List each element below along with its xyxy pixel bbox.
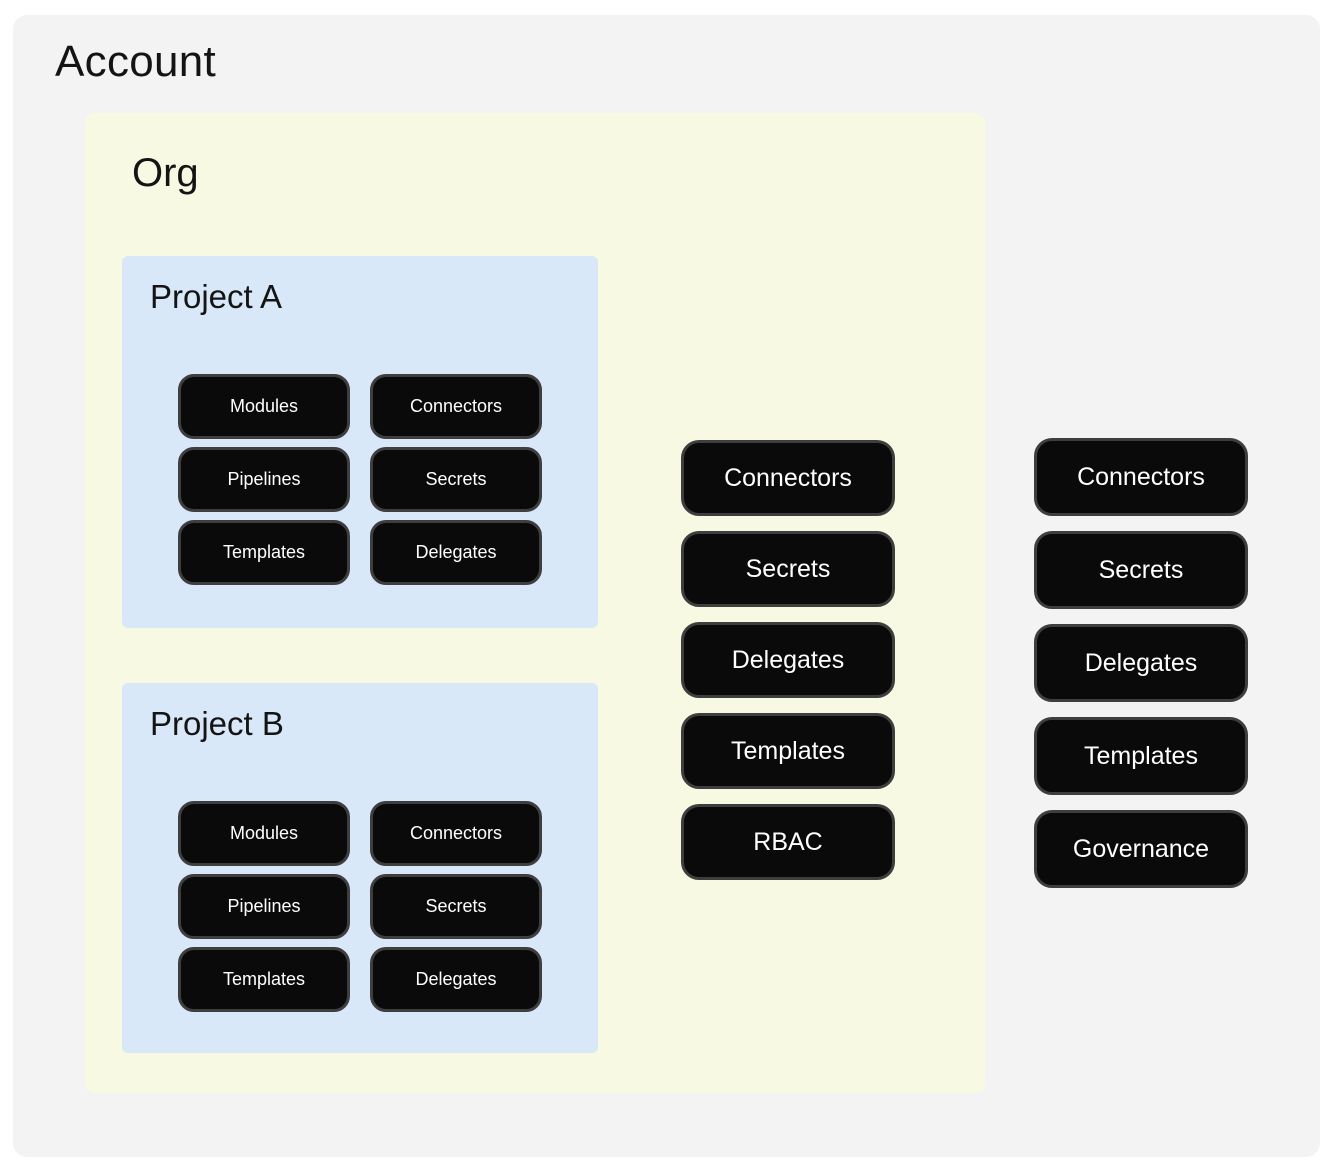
- account-governance-node: Governance: [1034, 810, 1248, 888]
- project-b-title: Project B: [150, 705, 284, 742]
- project-b-pipelines-node: Pipelines: [178, 874, 350, 939]
- project-a-resource-grid: Modules Connectors Pipelines Secrets Tem…: [178, 374, 542, 585]
- org-container: Org Project A Modules Connectors Pipelin…: [85, 113, 985, 1093]
- org-secrets-node: Secrets: [681, 531, 895, 607]
- account-container: Account Org Project A Modules Connectors…: [13, 15, 1320, 1157]
- project-a-templates-node: Templates: [178, 520, 350, 585]
- account-secrets-node: Secrets: [1034, 531, 1248, 609]
- account-connectors-node: Connectors: [1034, 438, 1248, 516]
- project-b-connectors-node: Connectors: [370, 801, 542, 866]
- org-templates-node: Templates: [681, 713, 895, 789]
- project-a-delegates-node: Delegates: [370, 520, 542, 585]
- org-delegates-node: Delegates: [681, 622, 895, 698]
- project-b-templates-node: Templates: [178, 947, 350, 1012]
- org-resources-column: Connectors Secrets Delegates Templates R…: [681, 440, 895, 880]
- org-title: Org: [132, 151, 199, 195]
- account-templates-node: Templates: [1034, 717, 1248, 795]
- project-a-container: Project A Modules Connectors Pipelines S…: [122, 256, 598, 628]
- project-b-delegates-node: Delegates: [370, 947, 542, 1012]
- org-connectors-node: Connectors: [681, 440, 895, 516]
- project-a-pipelines-node: Pipelines: [178, 447, 350, 512]
- project-b-secrets-node: Secrets: [370, 874, 542, 939]
- project-a-title: Project A: [150, 278, 283, 315]
- account-resources-column: Connectors Secrets Delegates Templates G…: [1034, 438, 1248, 888]
- project-a-secrets-node: Secrets: [370, 447, 542, 512]
- project-b-resource-grid: Modules Connectors Pipelines Secrets Tem…: [178, 801, 542, 1012]
- account-title: Account: [55, 37, 217, 86]
- project-b-container: Project B Modules Connectors Pipelines S…: [122, 683, 598, 1053]
- project-a-connectors-node: Connectors: [370, 374, 542, 439]
- org-rbac-node: RBAC: [681, 804, 895, 880]
- account-delegates-node: Delegates: [1034, 624, 1248, 702]
- project-b-modules-node: Modules: [178, 801, 350, 866]
- project-a-modules-node: Modules: [178, 374, 350, 439]
